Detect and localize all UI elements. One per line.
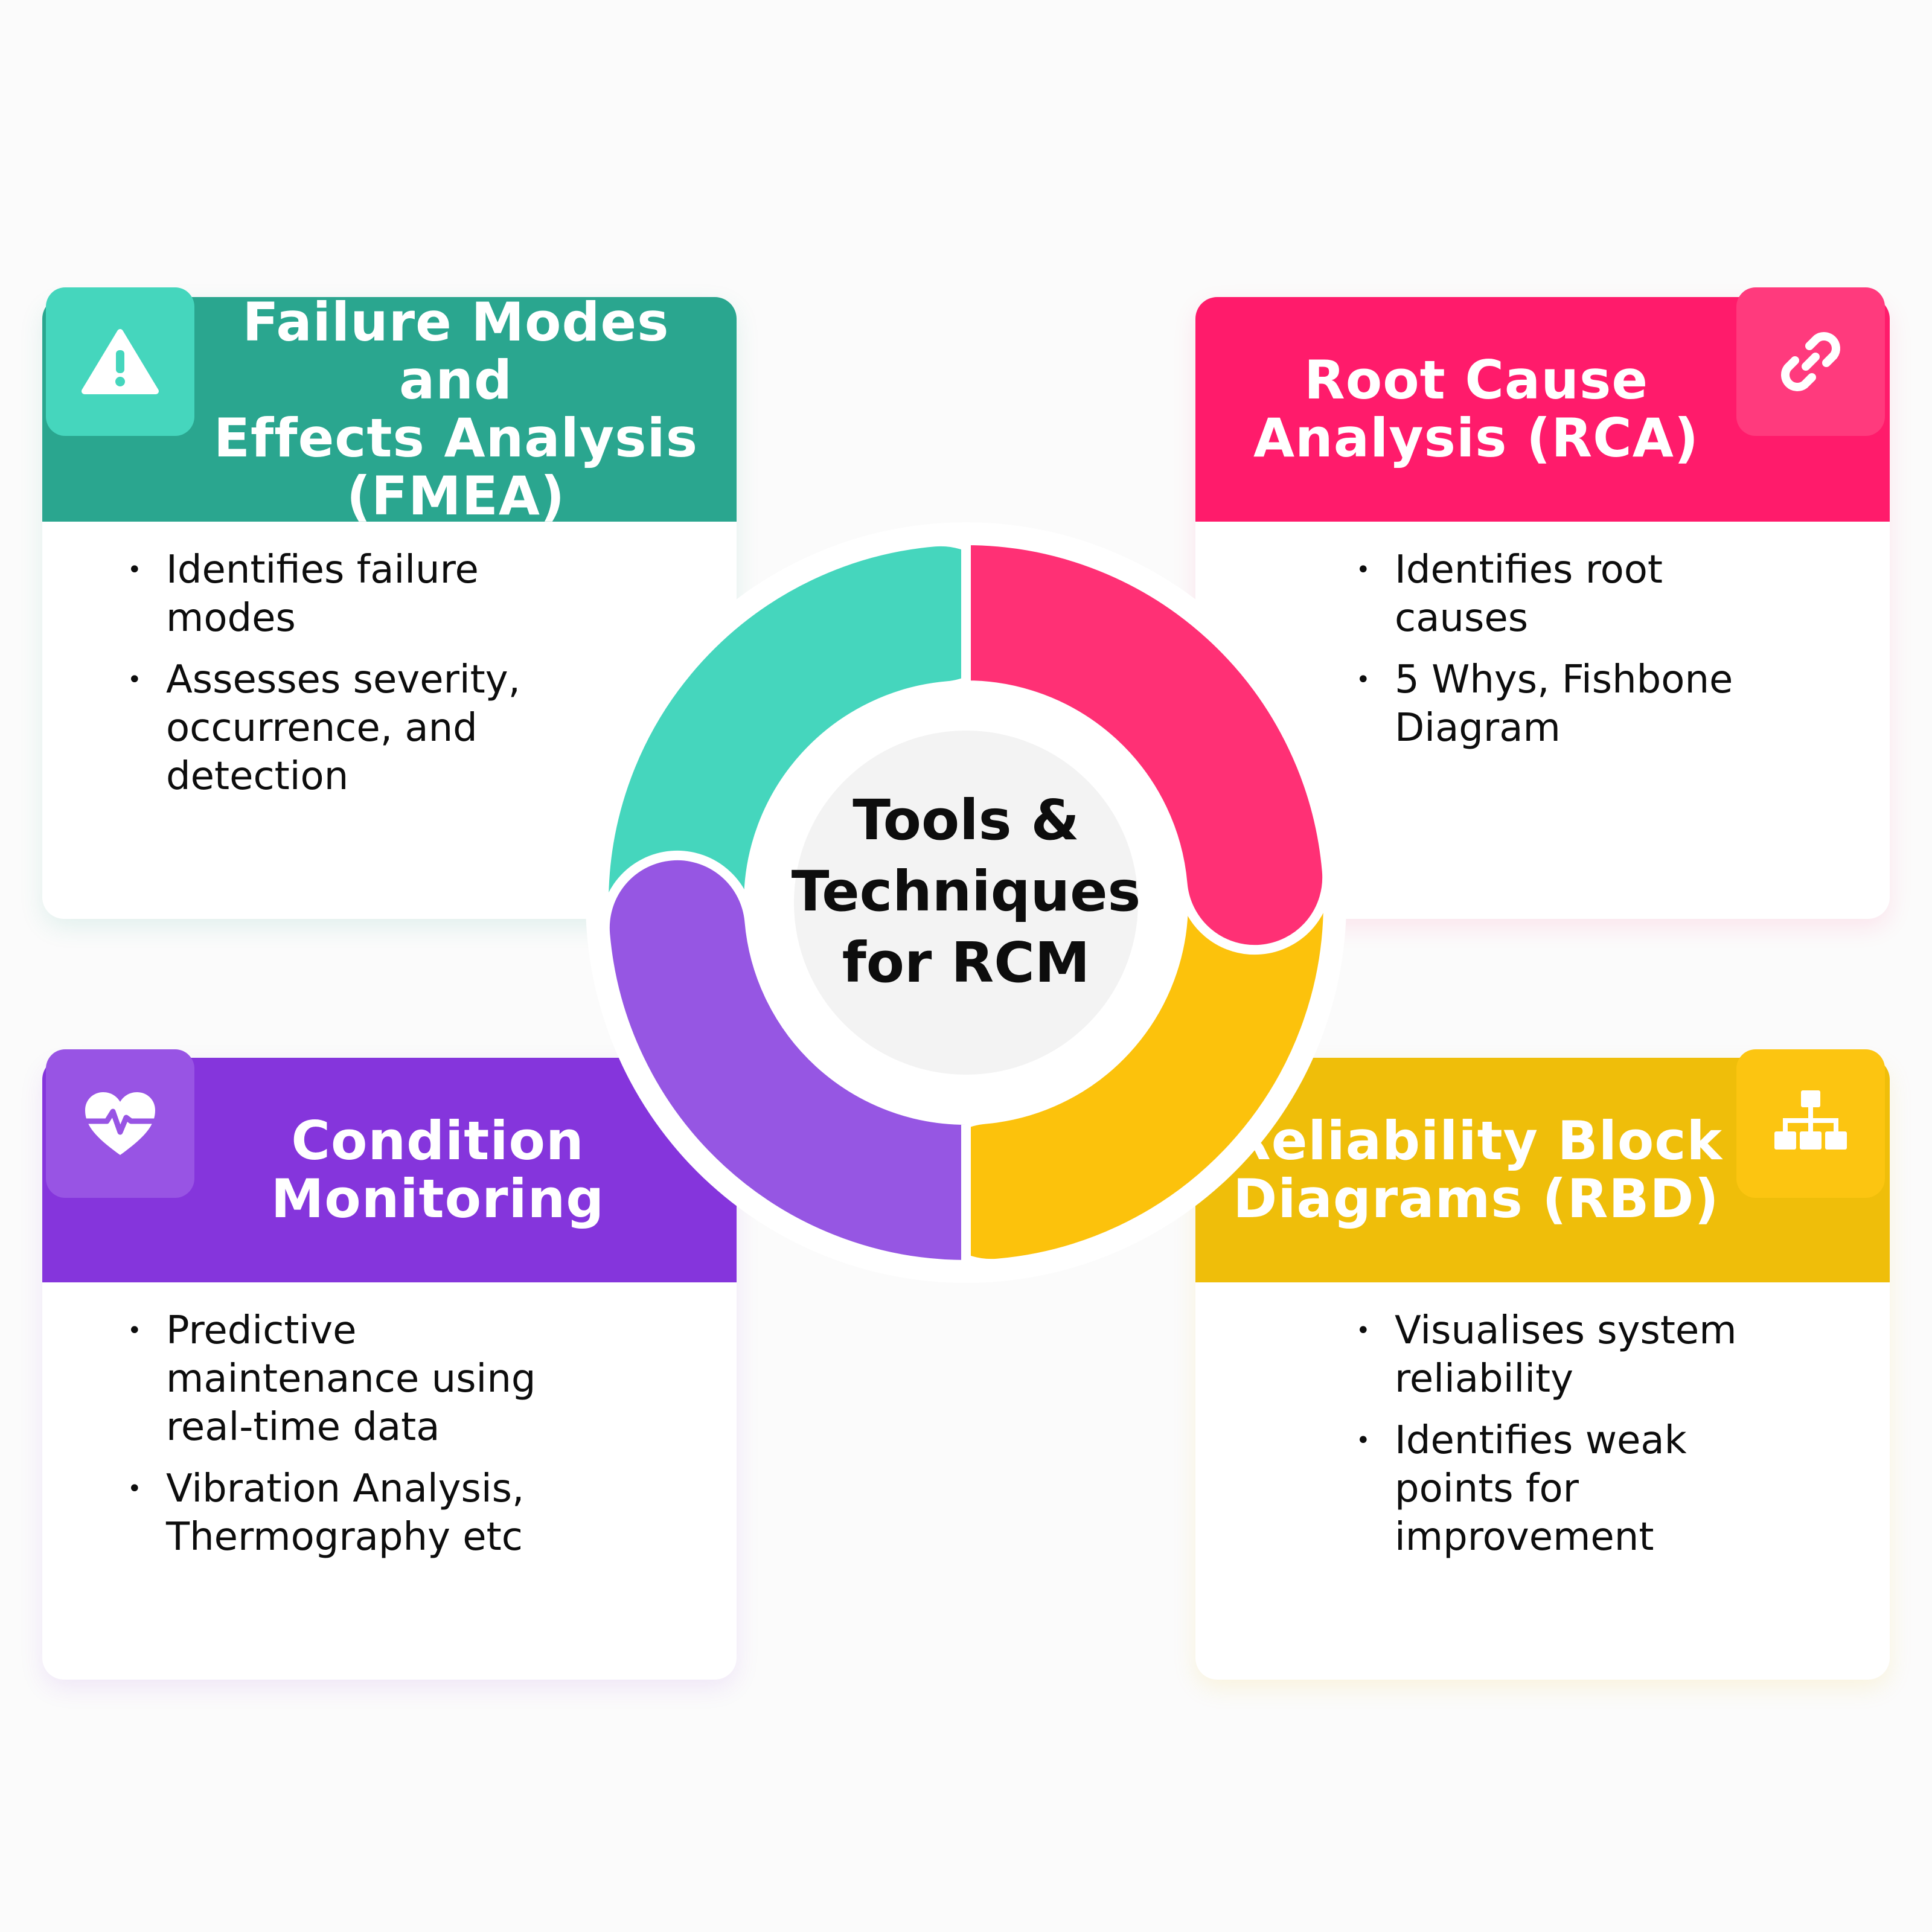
card-body-condition-monitoring: Predictive maintenance using real-time d… [42, 1282, 737, 1575]
card-body-rbd: Visualises system reliability Identifies… [1195, 1282, 1890, 1575]
link-icon [1781, 332, 1840, 391]
card-title-rca: Root Cause Analysis (RCA) [1253, 349, 1700, 469]
center-disc [794, 731, 1138, 1075]
card-body-rca: Identifies root causes 5 Whys, Fishbone … [1195, 522, 1890, 766]
bullet-list-rbd: Visualises system reliability Identifies… [1356, 1307, 1854, 1561]
bullet-item: Identifies root causes [1356, 546, 1854, 642]
bullet-item: Predictive maintenance using real-time d… [127, 1307, 700, 1451]
card-header-rca: Root Cause Analysis (RCA) [1195, 297, 1890, 522]
icon-tile-rbd [1736, 1049, 1885, 1198]
heart-pulse-icon [83, 1092, 157, 1155]
bullet-list-condition-monitoring: Predictive maintenance using real-time d… [127, 1307, 700, 1561]
card-title-rbd: Reliability Block Diagrams (RBD) [1229, 1110, 1723, 1230]
card-title-fmea: Failure Modes and Effects Analysis (FMEA… [213, 297, 699, 527]
icon-tile-condition-monitoring [46, 1049, 194, 1198]
bullet-list-fmea: Identifies failure modes Assesses severi… [127, 546, 700, 801]
cycle-segment-pink [961, 536, 1332, 955]
bullet-item: Visualises system reliability [1356, 1307, 1854, 1403]
bullet-item: Identifies weak points for improvement [1356, 1416, 1854, 1561]
bullet-item: Vibration Analysis, Thermography etc [127, 1465, 700, 1561]
card-fmea: Failure Modes and Effects Analysis (FMEA… [42, 297, 737, 919]
cycle-segment-purple [600, 850, 971, 1270]
warning-icon [82, 329, 159, 394]
cycle-segments [599, 536, 1333, 1270]
icon-tile-rca [1736, 287, 1885, 436]
bullet-item: Identifies failure modes [127, 546, 700, 642]
card-title-condition-monitoring: Condition Monitoring [270, 1110, 605, 1230]
center-title: Tools & Techniques for RCM [791, 788, 1141, 995]
card-body-fmea: Identifies failure modes Assesses severi… [42, 522, 737, 814]
bullet-item: Assesses severity, occurrence, and detec… [127, 656, 700, 801]
bullet-item: 5 Whys, Fishbone Diagram [1356, 656, 1854, 752]
icon-tile-fmea [46, 287, 194, 436]
bullet-list-rca: Identifies root causes 5 Whys, Fishbone … [1356, 546, 1854, 752]
hierarchy-icon [1774, 1090, 1847, 1150]
